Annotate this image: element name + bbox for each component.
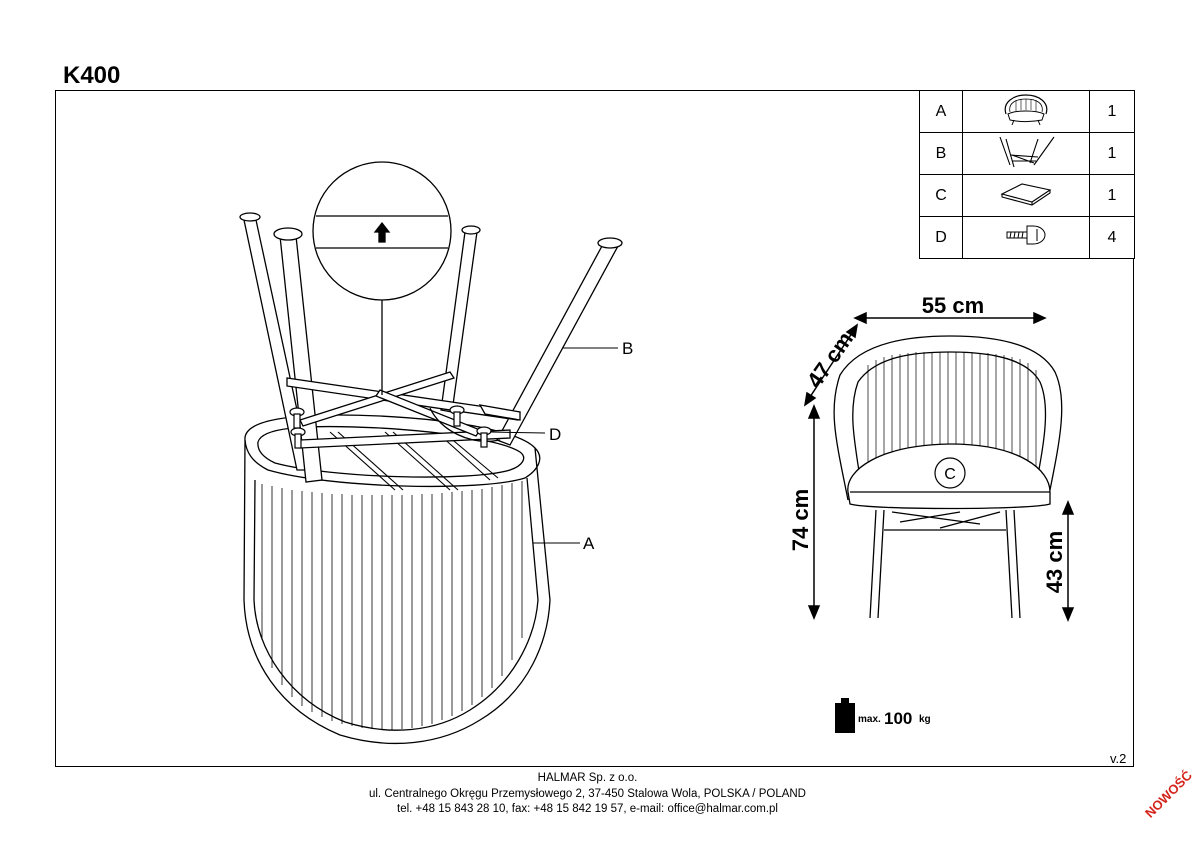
- callout-d: D: [549, 425, 561, 444]
- dimension-seat-height: 43 cm: [1042, 531, 1067, 593]
- max-load-prefix: max.: [858, 714, 881, 725]
- callout-c: C: [944, 466, 956, 483]
- dimension-width: 55 cm: [922, 293, 984, 318]
- part-qty: 1: [1089, 174, 1135, 217]
- dimension-chair-illustration: [833, 335, 1063, 619]
- part-label: B: [919, 132, 963, 175]
- page-title: K400: [63, 62, 121, 89]
- detail-magnifier: [312, 161, 452, 395]
- parts-row: C 1: [919, 174, 1135, 217]
- part-label: D: [919, 216, 963, 259]
- footer-contact: tel. +48 15 843 28 10, fax: +48 15 842 1…: [397, 803, 778, 815]
- part-qty: 1: [1089, 90, 1135, 133]
- screw-illustrations: [289, 405, 492, 449]
- part-label: C: [919, 174, 963, 217]
- chair-base-icon: [962, 132, 1090, 175]
- part-qty: 4: [1089, 216, 1135, 259]
- callout-a: A: [583, 534, 595, 553]
- weight-icon: [835, 698, 855, 733]
- footer-address: ul. Centralnego Okręgu Przemysłowego 2, …: [368, 787, 806, 800]
- chair-shell-illustration: [243, 414, 551, 745]
- parts-row: A 1: [919, 90, 1135, 133]
- drawing-frame: [55, 90, 1134, 767]
- part-label: A: [919, 90, 963, 133]
- dimension-height: 74 cm: [788, 489, 813, 551]
- dimension-arrows: [803, 311, 1075, 622]
- callout-leaders: [489, 347, 618, 544]
- parts-row: B 1: [919, 132, 1135, 175]
- screw-icon: [962, 216, 1090, 259]
- footer-company: HALMAR Sp. z o.o.: [537, 772, 638, 784]
- chair-shell-icon: [962, 90, 1090, 133]
- version-label: v.2: [1110, 751, 1127, 766]
- max-load-unit: kg: [919, 714, 931, 725]
- part-qty: 1: [1089, 132, 1135, 175]
- footer: HALMAR Sp. z o.o. ul. Centralnego Okręgu…: [300, 771, 875, 818]
- seat-cushion-icon: [962, 174, 1090, 217]
- dimension-depth: 47 cm: [802, 327, 858, 392]
- parts-row: D 4: [919, 216, 1135, 259]
- callout-b: B: [622, 339, 633, 358]
- parts-table: A 1 B 1 C 1 D 4: [919, 90, 1135, 259]
- callout-c-circle: [934, 457, 966, 489]
- max-load-value: 100: [884, 709, 912, 728]
